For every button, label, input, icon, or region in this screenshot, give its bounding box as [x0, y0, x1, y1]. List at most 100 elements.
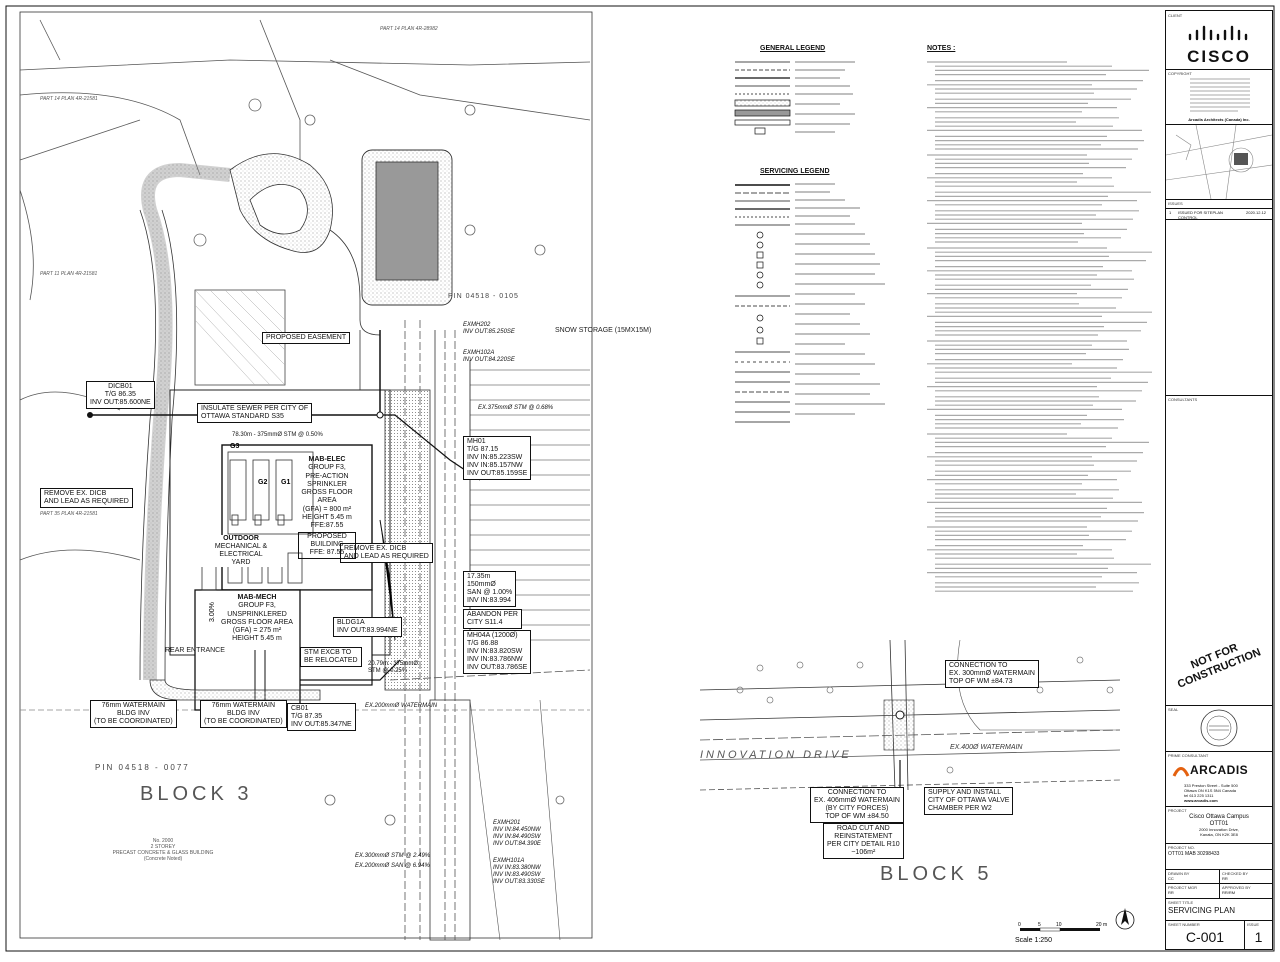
- snow-storage-label: SNOW STORAGE (15MX15M): [555, 327, 651, 334]
- callout-line: INV OUT:85.159SE: [467, 470, 528, 477]
- watermain-76-callout-1: 76mm WATERMAIN BLDG INV (TO BE COORDINAT…: [90, 700, 177, 728]
- part-14b-label: PART 14 PLAN 4R-21581: [40, 96, 98, 102]
- approved-by-label: APPROVED BY: [1222, 885, 1251, 890]
- watermain-76-callout-2: 76mm WATERMAIN BLDG INV (TO BE COORDINAT…: [200, 700, 287, 728]
- north-arrow: [1115, 908, 1135, 930]
- callout-line: INV IN:85.157NW: [467, 462, 523, 469]
- callout-line: INV OUT:83.330SE: [493, 879, 545, 885]
- callout-line: EX. 406mmØ WATERMAIN: [814, 797, 900, 804]
- remove-dicb-callout-2: REMOVE EX. DICB AND LEAD AS REQUIRED: [340, 543, 433, 563]
- bldg-line: PROPOSED: [307, 532, 347, 540]
- callout-line: REINSTATEMENT: [834, 833, 893, 840]
- callout-line: BLDG INV: [227, 710, 260, 717]
- prime-consultant-label: PRIME CONSULTANT: [1168, 753, 1209, 758]
- callout-line: 76mm WATERMAIN: [101, 702, 166, 709]
- callout-line: INV IN:83.994: [467, 597, 511, 604]
- callout-line: EXMH101A: [493, 858, 525, 864]
- project-label: PROJECT: [1168, 808, 1187, 813]
- callout-line: INV OUT:84.220SE: [463, 357, 515, 363]
- title-block: CLIENT CISCO COPYRIGHT Arcadis Architect…: [1165, 10, 1273, 950]
- innovation-drive-label: INNOVATION DRIVE: [700, 749, 852, 761]
- part-11-label: PART 11 PLAN 4R-21581: [40, 271, 97, 277]
- callout-line: CB01: [291, 705, 309, 712]
- project-no-label: PROJECT NO.: [1168, 845, 1195, 850]
- callout-line: INV OUT:83.786SE: [467, 664, 528, 671]
- mh01-callout: MH01 T/G 87.15 INV IN:85.223SW INV IN:85…: [463, 436, 532, 480]
- innovation-drive-plan: [699, 639, 1121, 830]
- bldg1a-callout: BLDG1A INV OUT:83.994NE: [333, 617, 402, 637]
- callout-line: CITY OF OTTAWA VALVE: [928, 797, 1010, 804]
- address-line: www.arcadis.com: [1184, 798, 1218, 803]
- callout-line: INV IN:83.820SW: [467, 648, 523, 655]
- bldg-line: (GFA) = 800 m²: [302, 505, 352, 513]
- callout-line: MH04A (1200Ø): [467, 632, 518, 639]
- gen-g1: G1: [281, 479, 290, 486]
- callout-line: BE RELOCATED: [304, 657, 358, 664]
- bldg-line: GROUP F3,: [308, 464, 346, 472]
- bldg-line: FFE: 87.55: [309, 549, 345, 557]
- drawn-by-label: DRAWN BY: [1168, 871, 1190, 876]
- bldg-line: HEIGHT 5.45 m: [302, 514, 352, 522]
- project-mgr: RR: [1168, 890, 1174, 895]
- callout-line: AND LEAD AS REQUIRED: [344, 553, 429, 560]
- callout-line: CITY S11.4: [467, 619, 503, 626]
- callout-line: SUPPLY AND INSTALL: [928, 789, 1002, 796]
- engineer-seal-icon: [1200, 709, 1238, 747]
- callout-line: 17.35m: [467, 573, 491, 580]
- scale-tick-0: 0: [1018, 922, 1021, 928]
- callout-line: T/G 87.15: [467, 446, 499, 453]
- sheet-title: SERVICING PLAN: [1168, 906, 1235, 915]
- callout-line: SAN @ 1.00%: [467, 589, 513, 596]
- cb01-callout: CB01 T/G 87.35 INV OUT:85.347NE: [287, 703, 356, 731]
- block-5-label: BLOCK 5: [880, 863, 992, 885]
- rear-entrance-label: REAR ENTRANCE: [165, 647, 225, 654]
- project-line: Kanata, ON K2K 3E8: [1200, 832, 1238, 837]
- scale-bar: 0 5 10 20 m Scale 1:250: [1015, 922, 1107, 944]
- callout-line: ROAD CUT AND: [836, 825, 890, 832]
- address-line: Ottawa ON K1S 5N4 Canada: [1184, 788, 1237, 793]
- callout-line: INV OUT:83.994NE: [337, 627, 398, 634]
- callout-line: INV IN:83.490SW: [493, 872, 541, 878]
- san-callout: 17.35m 150mmØ SAN @ 1.00% INV IN:83.994: [463, 571, 517, 607]
- callout-line: BLDG INV: [117, 710, 150, 717]
- mab-elec-label: MAB-ELEC GROUP F3, PRE-ACTION SPRINKLER …: [292, 456, 362, 559]
- callout-line: BLDG1A: [337, 619, 365, 626]
- mh04a-callout: MH04A (1200Ø) T/G 86.88 INV IN:83.820SW …: [463, 630, 532, 674]
- callout-line: TOP OF WM ±84.73: [949, 678, 1013, 685]
- bldg-line: MECHANICAL & ELECTRICAL: [214, 543, 268, 558]
- callout-line: REMOVE EX. DICB: [44, 490, 107, 497]
- callout-line: DICB01: [108, 383, 133, 390]
- general-legend-title: GENERAL LEGEND: [760, 45, 826, 52]
- address-line: 333 Preston Street - Suite 500: [1184, 783, 1238, 788]
- arcadis-logo-text: ARCADIS: [1190, 763, 1249, 777]
- sheet-number: C-001: [1185, 929, 1225, 945]
- bldg-line: (GFA) = 275 m²: [232, 627, 282, 635]
- callout-line: AND LEAD AS REQUIRED: [44, 498, 129, 505]
- seal-label: SEAL: [1168, 707, 1179, 712]
- stm-line-label: 78.30m - 375mmØ STM @ 0.50%: [232, 432, 323, 438]
- general-notes-text: [927, 61, 1152, 592]
- servicing-legend-symbols: [735, 184, 790, 423]
- notes-title: NOTES :: [927, 45, 956, 52]
- callout-line: OTTAWA STANDARD S35: [201, 413, 284, 420]
- ex-san-200-label: EX.200mmØ SAN @ 6.94%: [355, 863, 430, 869]
- callout-line: INV IN:83.786NW: [467, 656, 523, 663]
- block-3-label: BLOCK 3: [140, 783, 252, 805]
- key-map: [1166, 125, 1272, 199]
- issue-number: 1: [1254, 929, 1263, 945]
- callout-line: (BY CITY FORCES): [825, 805, 889, 812]
- issue-label: ISSUE: [1247, 922, 1260, 927]
- ex-wm-400-label: EX.400Ø WATERMAIN: [950, 744, 1023, 751]
- checked-by: RR: [1222, 876, 1228, 881]
- callout-line: REMOVE EX. DICB: [344, 545, 407, 552]
- bldg-line: MAB-MECH: [237, 594, 277, 601]
- project-line: OTT01: [1209, 820, 1229, 827]
- address-line: tel 613 225 1311: [1184, 793, 1214, 798]
- ex-stm-375-label: EX.375mmØ STM @ 0.68%: [478, 405, 554, 411]
- project-mgr-label: PROJECT MGR: [1168, 885, 1198, 890]
- callout-line: T/G 87.35: [291, 713, 323, 720]
- bldg-line: BUILDING: [310, 540, 344, 548]
- callout-line: STM @ 0.25%: [368, 668, 408, 674]
- cisco-logo-icon: [1188, 25, 1248, 41]
- gen-g3: G3: [230, 443, 239, 450]
